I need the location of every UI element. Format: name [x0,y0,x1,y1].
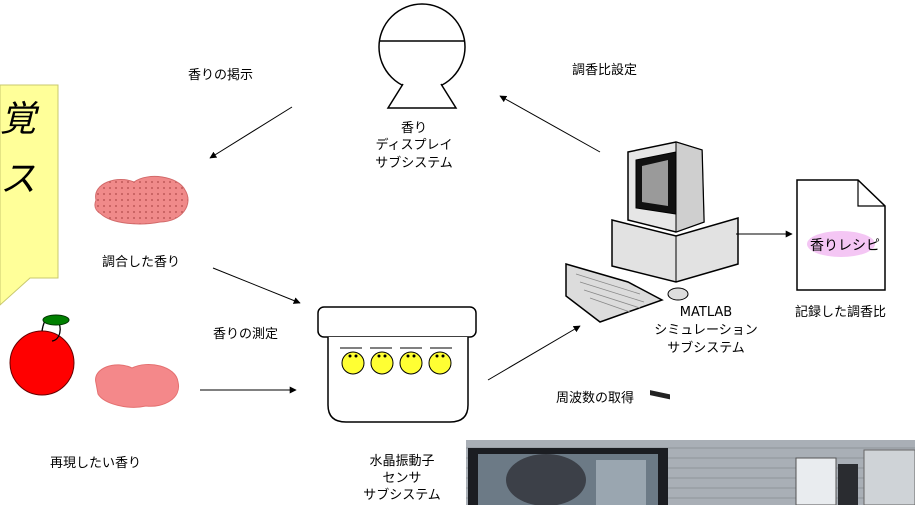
flow-arrows [200,95,793,394]
target-scent-cloud-icon [95,364,180,408]
label-ratio-setting: 調香比設定 [572,63,638,78]
label-presentation: 香りの掲示 [188,68,254,83]
photo-inset [466,440,915,505]
display-subsystem-line2: ディスプレイ [375,138,453,153]
callout-text-line2: ス [0,159,37,200]
computer-icon [565,141,739,400]
label-frequency-acquisition: 周波数の取得 [556,391,635,406]
callout-text-line1: 覚 [0,99,37,140]
matlab-subsystem-line2: シミュレーション [654,323,758,338]
photo-inset-art [466,440,915,505]
label-measurement: 香りの測定 [213,327,279,342]
sensor-subsystem-line1: 水晶振動子 [369,454,435,469]
sensor-subsystem-line2: センサ [382,471,422,486]
matlab-subsystem-line1: MATLAB [679,305,733,320]
display-subsystem-line1: 香り [400,121,428,136]
recipe-label: 香りレシピ [810,238,880,254]
label-recorded-ratio: 記録した調香比 [795,305,887,320]
arrow-sensor-to-computer [487,325,581,381]
apple-icon [9,314,75,396]
sensor-array-icon [317,306,477,423]
display-subsystem-line3: サブシステム [375,156,453,171]
label-target-scent: 再現したい香り [50,456,142,471]
matlab-subsystem-line3: サブシステム [667,341,745,356]
scent-display-icon [378,3,466,109]
arrow-blended-to-sensor [212,267,301,304]
callout-bubble [0,84,59,306]
arrow-computer-to-display [499,95,601,153]
document-icon [796,179,886,291]
blended-scent-cloud-icon [94,175,189,225]
sensor-subsystem-line3: サブシステム [363,488,441,503]
label-blended-scent: 調合した香り [102,255,181,270]
arrow-display-to-scent [209,106,293,159]
